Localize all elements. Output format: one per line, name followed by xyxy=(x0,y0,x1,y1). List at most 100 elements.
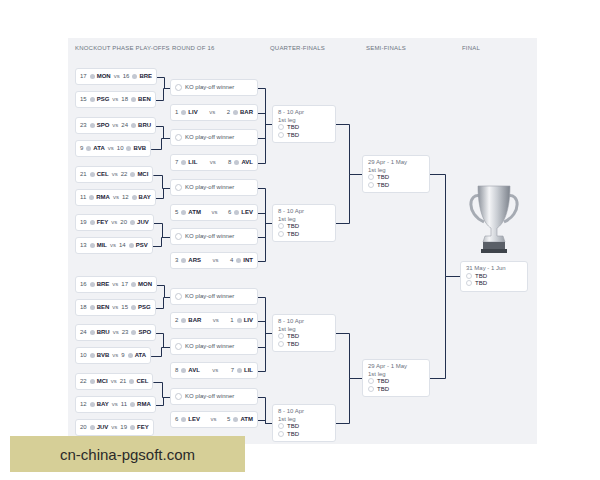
seed-number: 15 xyxy=(80,96,87,103)
versus-text: vs xyxy=(112,96,118,103)
column-heading: KNOCKOUT PHASE PLAY-OFFS xyxy=(75,45,170,51)
fixture-box: 9ATAvs10BVB xyxy=(75,140,151,157)
leg-text: 1st leg xyxy=(278,117,330,125)
fixture-box: 11RMAvs12BAY xyxy=(75,189,156,206)
bracket-connector xyxy=(258,125,272,164)
team-code: LIV xyxy=(181,109,197,116)
team-placeholder: TBD xyxy=(278,341,330,349)
bracket-connector xyxy=(156,398,170,406)
fixture-box: 21CELvs22MCI xyxy=(75,166,153,183)
leg-text: 1st leg xyxy=(278,416,330,424)
team-placeholder: TBD xyxy=(278,124,330,132)
seed-number: 7 xyxy=(175,159,178,166)
versus-text: vs xyxy=(111,219,117,226)
versus-text: vs xyxy=(209,109,215,116)
seed-number: 3 xyxy=(175,257,178,264)
seed-number: 1 xyxy=(175,109,178,116)
seed-number: 22 xyxy=(80,378,87,385)
versus-text: vs xyxy=(111,424,117,431)
bracket-connector xyxy=(258,398,272,424)
versus-text: vs xyxy=(113,329,119,336)
team-code: MON xyxy=(131,281,152,288)
bracket-connector xyxy=(258,89,272,125)
slot-label: KO play-off winner xyxy=(185,134,234,141)
seed-number: 19 xyxy=(80,219,87,226)
fixture-box: 6LEVvs5ATM xyxy=(170,411,258,428)
team-code: BAY xyxy=(132,194,151,201)
team-code: AVL xyxy=(181,367,200,374)
bracket-connector xyxy=(336,175,362,224)
date-text: 29 Apr - 1 May xyxy=(368,159,424,167)
versus-text: vs xyxy=(108,145,114,152)
versus-text: vs xyxy=(110,242,116,249)
round-tie-box: 8 - 10 Apr1st legTBDTBD xyxy=(272,404,336,442)
team-code: BVB xyxy=(126,145,146,152)
winner-slot-box: KO play-off winner xyxy=(170,288,258,305)
seed-number: 10 xyxy=(80,352,87,359)
versus-text: vs xyxy=(112,281,118,288)
team-code: BRE xyxy=(90,281,110,288)
seed-number: 7 xyxy=(231,367,234,374)
team-code: ATA xyxy=(86,145,104,152)
team-code: BEN xyxy=(131,96,151,103)
versus-text: vs xyxy=(114,73,120,80)
winner-slot-box: KO play-off winner xyxy=(170,338,258,355)
seed-number: 4 xyxy=(230,257,233,264)
bracket-connector xyxy=(153,383,170,398)
team-placeholder: TBD xyxy=(368,378,424,386)
team-placeholder: TBD xyxy=(466,273,522,281)
slot-label: KO play-off winner xyxy=(185,343,234,350)
round-tie-box: 8 - 10 Apr1st legTBDTBD xyxy=(272,105,336,143)
team-code: BAR xyxy=(233,109,253,116)
leg-text: 1st leg xyxy=(278,216,330,224)
seed-number: 24 xyxy=(80,329,87,336)
seed-number: 13 xyxy=(80,242,87,249)
seed-number: 10 xyxy=(117,145,124,152)
team-code: BRU xyxy=(131,122,151,129)
column-heading: ROUND OF 16 xyxy=(172,45,215,51)
versus-text: vs xyxy=(213,257,219,264)
seed-number: 5 xyxy=(175,209,178,216)
bracket-connector xyxy=(258,224,272,262)
bracket-connector xyxy=(258,114,272,125)
team-code: PSG xyxy=(131,304,151,311)
winner-slot-box: KO play-off winner xyxy=(170,79,258,96)
team-code: MON xyxy=(90,73,111,80)
seed-number: 20 xyxy=(80,424,87,431)
seed-number: 16 xyxy=(123,73,130,80)
fixture-box: 12BAYvs11RMA xyxy=(75,396,156,413)
bracket-connector xyxy=(156,127,170,139)
round-tie-box: 8 - 10 Apr1st legTBDTBD xyxy=(272,314,336,352)
bracket-connector xyxy=(258,214,272,224)
seed-number: 18 xyxy=(80,304,87,311)
seed-number: 9 xyxy=(121,352,124,359)
fixture-box: 7LILvs8AVL xyxy=(170,154,258,171)
date-text: 29 Apr - 1 May xyxy=(368,363,424,371)
seed-number: 8 xyxy=(228,159,231,166)
team-code: LEV xyxy=(234,209,253,216)
versus-text: vs xyxy=(211,416,217,423)
slot-label: KO play-off winner xyxy=(185,184,234,191)
team-code: BRE xyxy=(132,73,152,80)
bracket-connector xyxy=(258,334,272,372)
column-heading: QUARTER-FINALS xyxy=(270,45,325,51)
winner-slot-box: KO play-off winner xyxy=(170,388,258,405)
bracket-connector xyxy=(430,277,460,379)
team-code: FEY xyxy=(90,219,109,226)
team-code: ATM xyxy=(233,416,253,423)
team-code: BEN xyxy=(90,304,110,311)
team-code: RMA xyxy=(89,194,110,201)
seed-number: 11 xyxy=(80,194,86,201)
seed-number: 21 xyxy=(80,171,87,178)
team-placeholder: TBD xyxy=(278,132,330,140)
seed-number: 15 xyxy=(121,304,128,311)
bracket-connector xyxy=(336,334,362,379)
team-placeholder: TBD xyxy=(368,182,424,190)
bracket-connector xyxy=(153,238,170,247)
round-tie-box: 29 Apr - 1 May1st legTBDTBD xyxy=(362,155,430,193)
watermark: cn-china-pgsoft.com xyxy=(10,436,245,472)
fixture-box: 10BVBvs9ATA xyxy=(75,347,151,364)
versus-text: vs xyxy=(113,194,119,201)
team-code: JUV xyxy=(90,424,109,431)
bracket-connector xyxy=(258,421,272,424)
